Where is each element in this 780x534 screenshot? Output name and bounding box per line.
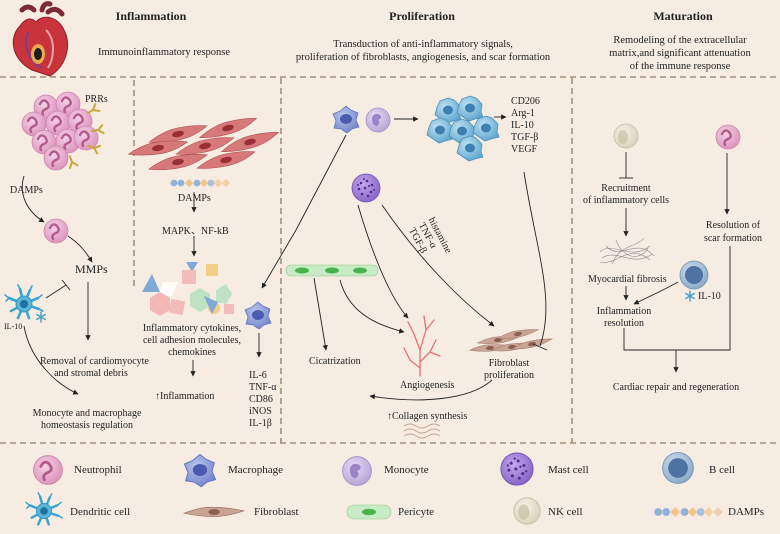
inflammation-resolution-label-2: resolution	[604, 318, 644, 329]
m1-marker-2: TNF-α	[249, 382, 277, 393]
stage-subtitle-inflammation: Immunoinflammatory response	[97, 47, 231, 58]
legend-b-cell-label: B cell	[709, 464, 735, 476]
legend-pericyte-label: Pericyte	[398, 506, 435, 518]
cytokines-label-1: Inflammatory cytokines,	[142, 323, 242, 334]
damaged-tissue	[126, 113, 282, 174]
mast-cell-icon	[500, 452, 534, 486]
m1-marker-5: IL-1β	[249, 418, 272, 429]
cytokines-label-2: cell adhesion molecules,	[142, 335, 242, 346]
angiogenesis-vessel	[403, 315, 441, 377]
m1-marker-3: CD86	[249, 394, 273, 405]
resolution-scar-label-1: Resolution of	[705, 220, 761, 231]
il10-label-right: IL-10	[698, 291, 721, 302]
m2-marker-4: TGF-β	[511, 132, 539, 143]
stage-title-inflammation: Inflammation	[115, 9, 187, 23]
maturation-arrows	[619, 152, 731, 373]
heart-icon	[12, 1, 68, 77]
b-cell-maturation	[679, 260, 709, 290]
neutrophil-icon	[32, 454, 64, 486]
macrophage-icon	[183, 453, 217, 488]
fibroblast-label-2: proliferation	[484, 370, 534, 381]
m2-marker-3: IL-10	[511, 120, 534, 131]
neutrophil-maturation	[714, 123, 742, 151]
legend-dendritic-cell-label: Dendritic cell	[70, 506, 131, 518]
stage-subtitle-maturation-2: matrix,and significant attenuation	[609, 48, 751, 59]
inflammation-arrows	[21, 175, 262, 395]
stage-subtitle-proliferation-1: Transduction of anti-inflammatory signal…	[333, 39, 513, 50]
m1-marker-4: iNOS	[249, 406, 272, 417]
legend-damps-label: DAMPs	[728, 506, 765, 518]
dendritic-cell-icon	[24, 491, 64, 526]
pericyte-chain	[285, 264, 379, 277]
stage-subtitle-proliferation-2: proliferation of fibroblasts, angiogenes…	[295, 52, 551, 63]
removal-label-1: Removal of cardiomyocyte	[40, 356, 149, 367]
mast-cell-prolif	[351, 173, 381, 203]
m2-marker-1: CD206	[511, 96, 540, 107]
pericyte-icon	[346, 504, 392, 520]
m2-marker-2: Arg-1	[511, 108, 535, 119]
monocyte-prolif	[365, 107, 391, 133]
legend-icons	[24, 452, 723, 526]
recruitment-label-2: of inflammatory cells	[582, 195, 670, 206]
legend-mast-cell-label: Mast cell	[548, 464, 589, 476]
m2-macrophage-cluster	[426, 95, 500, 162]
m2-marker-5: VEGF	[511, 144, 538, 155]
section-dividers	[0, 76, 780, 444]
b-cell-icon	[662, 452, 694, 484]
neutrophil-cell	[42, 217, 70, 245]
recruitment-label-1: Recruitment	[601, 183, 651, 194]
m1-marker-1: IL-6	[249, 370, 267, 381]
cardiac-repair-label: Cardiac repair and regeneration	[612, 382, 740, 393]
collagen-waves	[403, 423, 441, 439]
stage-title-maturation: Maturation	[653, 9, 713, 23]
fibroblast-icon	[183, 506, 245, 518]
proliferation-arrows	[261, 114, 548, 401]
legend-nk-cell-label: NK cell	[548, 506, 583, 518]
il10-label-left: IL-10	[4, 322, 23, 331]
nk-cell-icon	[513, 497, 541, 525]
stage-title-proliferation: Proliferation	[389, 9, 455, 23]
fibroblast-label-1: Fibroblast	[488, 358, 530, 369]
inflammation-resolution-label-1: Inflammation	[596, 306, 652, 317]
homeostasis-label-1: Monocyte and macrophage	[32, 408, 142, 419]
cicatrization-label: Cicatrization	[309, 356, 361, 367]
resolution-scar-label-2: scar formation	[703, 233, 763, 244]
fibroblast-mass	[468, 326, 554, 354]
stage-subtitle-maturation-3: of the immune response	[629, 61, 731, 72]
il10-snowflake-icon	[684, 290, 696, 302]
dendritic-cell-main	[3, 283, 47, 323]
removal-label-2: and stromal debris	[54, 368, 128, 379]
prrs-label: PRRs	[85, 94, 108, 105]
cytokines-label-3: chemokines	[168, 347, 216, 358]
nk-cell-maturation	[613, 123, 639, 149]
damps-left-label: DAMPs	[10, 185, 43, 196]
stage-subtitle-maturation-1: Remodeling of the extracellular	[613, 35, 747, 46]
up-inflammation-label: ↑Inflammation	[155, 391, 215, 402]
macrophage-prolif	[332, 105, 360, 134]
damps-mid-label: DAMPs	[178, 193, 211, 204]
damps-chain	[170, 178, 231, 188]
collagen-label: ↑Collagen synthesis	[387, 411, 468, 422]
legend-monocyte-label: Monocyte	[384, 464, 429, 476]
homeostasis-label-2: homeostasis regulation	[41, 420, 133, 431]
legend-macrophage-label: Macrophage	[228, 464, 283, 476]
legend-neutrophil-label: Neutrophil	[74, 464, 122, 476]
mmps-label: MMPs	[75, 262, 108, 276]
legend-fibroblast-label: Fibroblast	[254, 506, 299, 518]
angiogenesis-label: Angiogenesis	[400, 380, 455, 391]
damps-icon	[654, 507, 723, 517]
mapk-label: MAPK、NF-kB	[162, 226, 229, 237]
myocardial-fibrosis-fibers	[599, 237, 655, 265]
myocardial-fibrosis-label: Myocardial fibrosis	[588, 274, 667, 285]
cytokine-shapes	[142, 262, 234, 316]
monocyte-icon	[342, 456, 372, 486]
macrophage-m1	[244, 301, 272, 330]
